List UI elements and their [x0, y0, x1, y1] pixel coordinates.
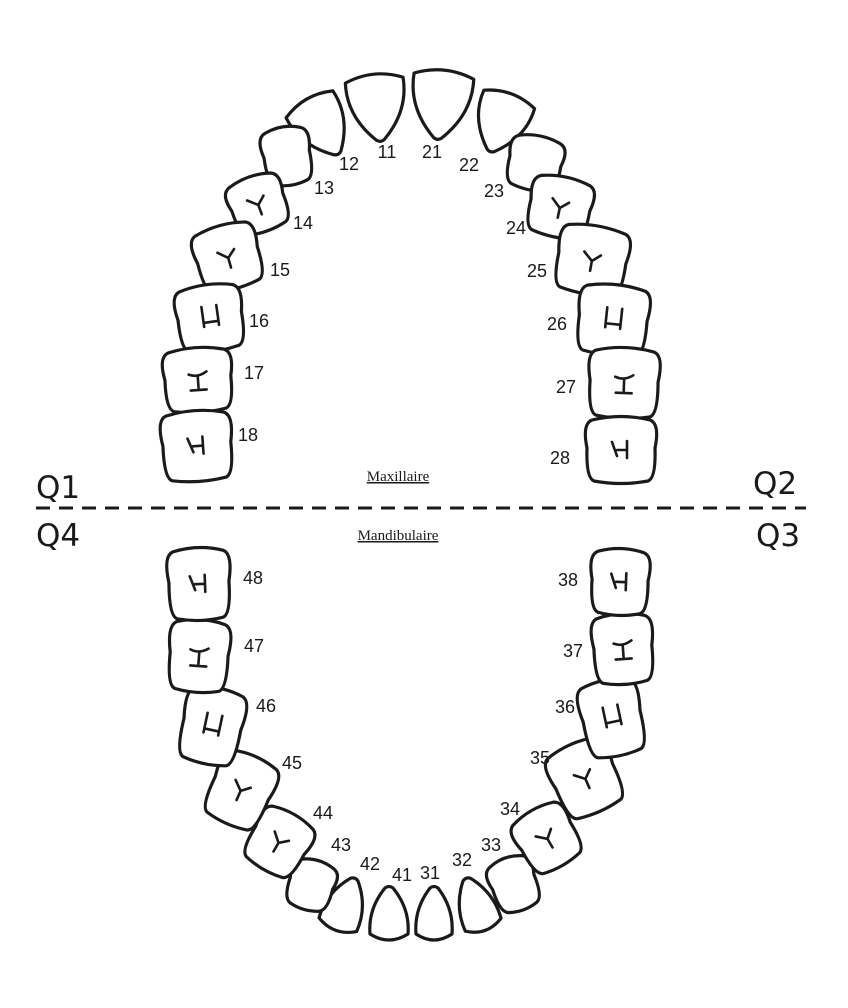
- tooth-12-crown: [284, 89, 346, 157]
- tooth-27[interactable]: [587, 345, 662, 421]
- tooth-22-crown: [476, 88, 537, 154]
- tooth-15[interactable]: [188, 217, 269, 297]
- tooth-number-41: 41: [392, 865, 412, 885]
- mandibulaire-label: Mandibulaire: [358, 528, 439, 544]
- tooth-27-fissure: [613, 374, 635, 395]
- tooth-number-25: 25: [527, 261, 547, 281]
- quadrant-label-q4: Q4: [36, 518, 80, 554]
- tooth-number-44: 44: [313, 803, 333, 823]
- tooth-16-crown: [172, 282, 246, 354]
- tooth-31[interactable]: [414, 884, 454, 942]
- tooth-38[interactable]: [589, 546, 652, 618]
- tooth-number-24: 24: [506, 218, 526, 238]
- tooth-34-fissure: [534, 827, 554, 849]
- tooth-22[interactable]: [465, 85, 537, 161]
- tooth-number-27: 27: [556, 377, 576, 397]
- tooth-37-fissure: [612, 639, 633, 661]
- tooth-45[interactable]: [198, 744, 284, 836]
- tooth-12[interactable]: [283, 86, 362, 168]
- tooth-44-fissure: [272, 830, 291, 853]
- quadrant-label-q2: Q2: [753, 466, 797, 502]
- tooth-number-48: 48: [243, 568, 263, 588]
- tooth-number-45: 45: [282, 753, 302, 773]
- tooth-25-fissure: [583, 250, 603, 273]
- tooth-26-fissure: [603, 306, 624, 331]
- tooth-14[interactable]: [221, 167, 294, 240]
- tooth-34[interactable]: [506, 796, 589, 880]
- tooth-41-crown: [368, 884, 410, 942]
- tooth-number-28: 28: [550, 448, 570, 468]
- tooth-16-fissure: [200, 303, 221, 329]
- tooth-46-crown: [178, 684, 249, 768]
- tooth-number-34: 34: [500, 799, 520, 819]
- tooth-number-15: 15: [270, 260, 290, 280]
- tooth-18[interactable]: [158, 408, 235, 484]
- tooth-41[interactable]: [368, 884, 410, 942]
- tooth-13[interactable]: [258, 123, 317, 190]
- tooth-number-12: 12: [339, 154, 359, 174]
- tooth-number-11: 11: [378, 142, 397, 162]
- tooth-31-crown: [414, 884, 454, 942]
- tooth-number-33: 33: [481, 835, 501, 855]
- tooth-number-35: 35: [530, 748, 550, 768]
- tooth-number-26: 26: [547, 314, 567, 334]
- tooth-number-23: 23: [484, 181, 504, 201]
- tooth-38-fissure: [609, 571, 628, 592]
- tooth-number-46: 46: [256, 696, 276, 716]
- tooth-number-16: 16: [249, 311, 269, 331]
- tooth-14-fissure: [245, 194, 265, 216]
- tooth-number-32: 32: [452, 850, 472, 870]
- tooth-43[interactable]: [281, 854, 341, 916]
- tooth-45-fissure: [234, 778, 253, 802]
- tooth-number-43: 43: [331, 835, 351, 855]
- tooth-11[interactable]: [343, 71, 410, 144]
- tooth-46-fissure: [202, 711, 224, 737]
- tooth-number-17: 17: [244, 363, 264, 383]
- tooth-32[interactable]: [448, 872, 503, 937]
- tooth-33-crown: [484, 854, 541, 915]
- tooth-number-21: 21: [422, 142, 442, 162]
- tooth-13-crown: [258, 124, 314, 188]
- tooth-15-fissure: [216, 247, 236, 269]
- tooth-35-fissure: [572, 767, 592, 790]
- tooth-21[interactable]: [407, 67, 476, 142]
- tooth-18-fissure: [186, 435, 205, 455]
- tooth-number-14: 14: [293, 213, 313, 233]
- tooth-37[interactable]: [589, 611, 656, 687]
- tooth-48[interactable]: [165, 545, 232, 623]
- tooth-32-crown: [457, 876, 503, 934]
- tooth-16[interactable]: [172, 280, 248, 356]
- tooth-28-fissure: [610, 439, 629, 460]
- tooth-number-31: 31: [420, 863, 440, 883]
- tooth-48-fissure: [188, 573, 207, 594]
- tooth-number-37: 37: [563, 641, 583, 661]
- maxillaire-label: Maxillaire: [367, 469, 430, 485]
- quadrant-label-q1: Q1: [36, 470, 80, 506]
- tooth-number-47: 47: [244, 636, 264, 656]
- tooth-number-38: 38: [558, 570, 578, 590]
- tooth-43-crown: [285, 857, 340, 913]
- tooth-number-36: 36: [555, 697, 575, 717]
- tooth-47[interactable]: [166, 617, 233, 695]
- tooth-number-18: 18: [238, 425, 258, 445]
- tooth-17-fissure: [187, 370, 208, 392]
- tooth-24-fissure: [551, 196, 571, 220]
- tooth-17[interactable]: [160, 345, 235, 415]
- tooth-number-22: 22: [459, 155, 479, 175]
- tooth-21-crown: [411, 68, 476, 141]
- tooth-number-42: 42: [360, 854, 380, 874]
- tooth-46[interactable]: [174, 682, 250, 770]
- quadrant-label-q3: Q3: [756, 518, 800, 554]
- tooth-33[interactable]: [482, 850, 545, 918]
- tooth-28[interactable]: [583, 414, 659, 486]
- tooth-47-fissure: [189, 647, 210, 668]
- tooth-11-crown: [343, 72, 406, 143]
- tooth-36-fissure: [601, 703, 623, 729]
- tooth-number-13: 13: [314, 178, 334, 198]
